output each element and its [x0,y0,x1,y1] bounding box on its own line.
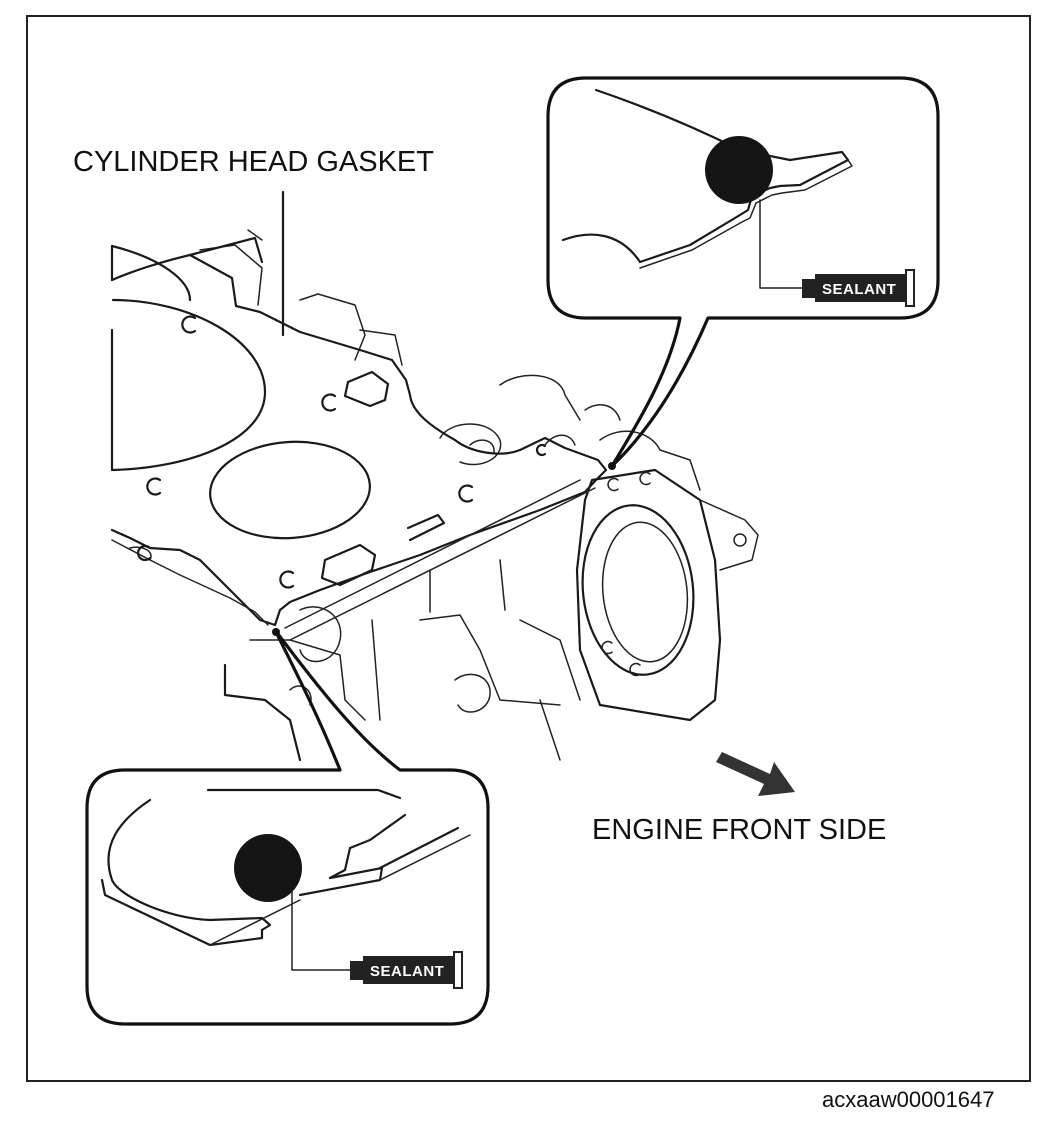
sealant-dot-top [705,136,773,204]
sealant-label-bottom: SEALANT [370,963,444,980]
top-detail-callout: SEALANT [546,76,940,468]
front-side-label: ENGINE FRONT SIDE [592,814,886,846]
engine-block [110,229,759,762]
sealant-tube-icon: SEALANT [350,951,463,989]
sealant-point-top [608,462,616,470]
gasket-label: CYLINDER HEAD GASKET [73,146,434,178]
cylinder-head-gasket [110,253,608,641]
sealant-tube-icon: SEALANT [802,269,915,307]
sealant-dot-bottom [234,834,302,902]
arrow-icon [716,752,795,796]
sealant-point-bottom [272,628,280,636]
figure-code: acxaaw00001647 [822,1087,994,1112]
sealant-label-top: SEALANT [822,281,896,298]
bottom-detail-callout: SEALANT [85,628,490,1026]
figure-frame [26,15,1031,1082]
